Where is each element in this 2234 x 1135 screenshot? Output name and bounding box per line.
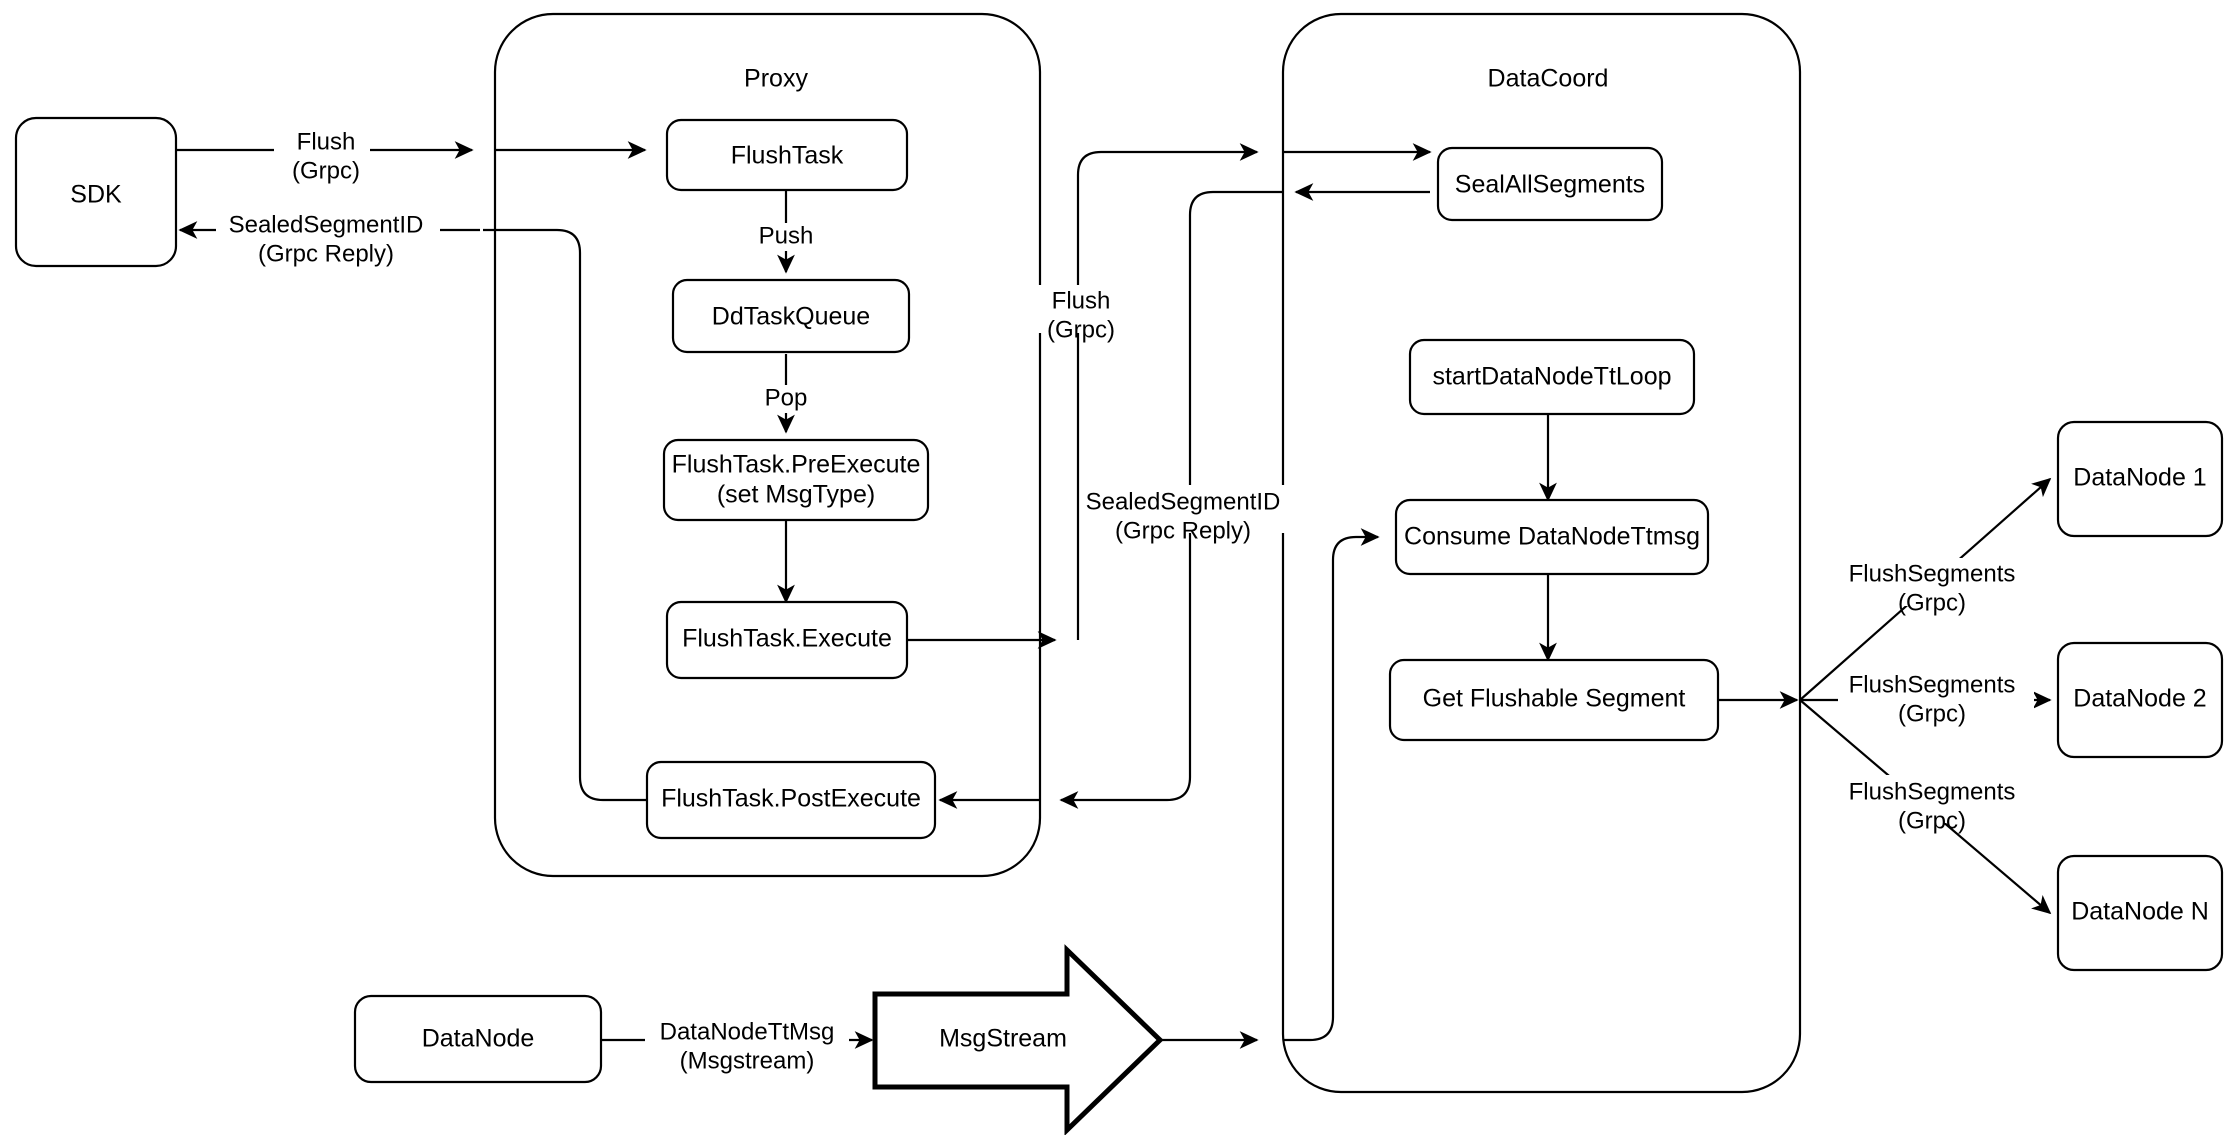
proxy-container-border xyxy=(493,12,1042,878)
sealallsegments-box[interactable] xyxy=(1436,146,1664,222)
preexecute-label-line2: (set MsgType) xyxy=(717,481,875,509)
datanode-n-box[interactable] xyxy=(2056,854,2224,972)
edge-label-sdk-to-proxy-flush: Flush (Grpc) xyxy=(274,127,370,184)
container-datacoord: DataCoord xyxy=(1281,12,1802,1094)
edge-label-push: Push xyxy=(748,222,824,251)
container-proxy: Proxy xyxy=(493,12,1042,878)
flushtask-label: FlushTask xyxy=(731,142,844,170)
startdatanodettloop-box[interactable] xyxy=(1408,338,1696,416)
label-flush-line2: (Grpc) xyxy=(292,157,360,184)
datanode-1-box[interactable] xyxy=(2056,420,2224,538)
node-start-datanode-tt-loop[interactable]: startDataNodeTtLoop xyxy=(1408,338,1696,416)
label-coord-reply-line1: SealedSegmentID xyxy=(1086,488,1281,515)
label-datanodettmsg-line2: (Msgstream) xyxy=(680,1047,815,1074)
label-flushsegments-n-line2: (Grpc) xyxy=(1898,807,1966,834)
flushtask-box[interactable] xyxy=(665,118,909,192)
datanode-2-box[interactable] xyxy=(2056,641,2224,759)
edge-label-datacoord-to-proxy-sealedsegmentid: SealedSegmentID (Grpc Reply) xyxy=(1083,485,1307,544)
node-datanode-1[interactable]: DataNode 1 xyxy=(2056,420,2224,538)
edge-proxy-to-datacoord-flush xyxy=(1076,143,1259,640)
node-datanode-source[interactable]: DataNode xyxy=(353,994,603,1084)
msgstream-arrow-shape[interactable] xyxy=(872,944,1164,1135)
datanode-2-label: DataNode 2 xyxy=(2073,685,2206,713)
edge-label-flushsegments-2: FlushSegments (Grpc) xyxy=(1838,669,2034,727)
label-flushsegments-1-line1: FlushSegments xyxy=(1849,560,2016,587)
postexecute-box[interactable] xyxy=(645,760,937,840)
consume-datanodettmsg-label: Consume DataNodeTtmsg xyxy=(1404,523,1700,551)
datanode-source-box[interactable] xyxy=(353,994,603,1084)
label-datanodettmsg-line1: DataNodeTtMsg xyxy=(660,1018,835,1045)
edge-label-flushsegments-n: FlushSegments (Grpc) xyxy=(1838,775,2034,834)
getflushablesegment-label: Get Flushable Segment xyxy=(1423,685,1686,713)
node-dd-task-queue[interactable]: DdTaskQueue xyxy=(671,278,911,354)
execute-label: FlushTask.Execute xyxy=(682,625,892,653)
node-datanode-n[interactable]: DataNode N xyxy=(2056,854,2224,972)
label-push: Push xyxy=(759,222,814,249)
getflushablesegment-box[interactable] xyxy=(1388,658,1720,742)
edge-label-proxy-to-datacoord-flush: Flush (Grpc) xyxy=(1035,285,1127,343)
datacoord-container-title: DataCoord xyxy=(1488,65,1609,93)
label-flush-line1: Flush xyxy=(297,128,356,155)
proxy-container-title: Proxy xyxy=(744,65,808,93)
edge-label-datanode-ttmsg: DataNodeTtMsg (Msgstream) xyxy=(645,1017,849,1074)
datanode-source-label: DataNode xyxy=(422,1025,535,1053)
edge-datacoord-boundary-to-consume xyxy=(1283,528,1380,1042)
msgstream-label: MsgStream xyxy=(939,1025,1067,1053)
node-consume-datanode-ttmsg[interactable]: Consume DataNodeTtmsg xyxy=(1394,498,1710,576)
sealallsegments-label: SealAllSegments xyxy=(1455,171,1645,199)
postexecute-label: FlushTask.PostExecute xyxy=(661,785,921,813)
consume-datanodettmsg-box[interactable] xyxy=(1394,498,1710,576)
label-coord-flush-line2: (Grpc) xyxy=(1047,316,1115,343)
node-flushtask-preexecute[interactable]: FlushTask.PreExecute (set MsgType) xyxy=(662,438,930,522)
edge-postexecute-to-sdk-path xyxy=(483,228,647,802)
datanode-1-label: DataNode 1 xyxy=(2073,464,2206,492)
label-flushsegments-n-line1: FlushSegments xyxy=(1849,778,2016,805)
preexecute-label-line1: FlushTask.PreExecute xyxy=(672,451,921,479)
edge-label-proxy-to-sdk-sealedsegmentid: SealedSegmentID (Grpc Reply) xyxy=(216,210,440,267)
edge-label-flushsegments-1: FlushSegments (Grpc) xyxy=(1838,558,2034,616)
label-flushsegments-1-line2: (Grpc) xyxy=(1898,589,1966,616)
ddtaskqueue-label: DdTaskQueue xyxy=(712,303,870,331)
node-flushtask-postexecute[interactable]: FlushTask.PostExecute xyxy=(645,760,937,840)
label-flushsegments-2-line1: FlushSegments xyxy=(1849,671,2016,698)
datacoord-container-border xyxy=(1281,12,1802,1094)
label-sealedsegmentid-line2: (Grpc Reply) xyxy=(258,240,394,267)
node-msgstream[interactable]: MsgStream xyxy=(872,944,1164,1135)
label-pop: Pop xyxy=(765,384,808,411)
label-flushsegments-2-line2: (Grpc) xyxy=(1898,700,1966,727)
edge-label-pop: Pop xyxy=(752,384,820,413)
sdk-label: SDK xyxy=(70,181,122,209)
node-seal-all-segments[interactable]: SealAllSegments xyxy=(1436,146,1664,222)
execute-box[interactable] xyxy=(665,600,909,680)
node-sdk[interactable]: SDK xyxy=(14,116,178,268)
sdk-box[interactable] xyxy=(14,116,178,268)
node-flushtask-execute[interactable]: FlushTask.Execute xyxy=(665,600,909,680)
node-get-flushable-segment[interactable]: Get Flushable Segment xyxy=(1388,658,1720,742)
datanode-n-label: DataNode N xyxy=(2071,898,2209,926)
node-flush-task[interactable]: FlushTask xyxy=(665,118,909,192)
label-coord-reply-line2: (Grpc Reply) xyxy=(1115,517,1251,544)
ddtaskqueue-box[interactable] xyxy=(671,278,911,354)
label-coord-flush-line1: Flush xyxy=(1052,287,1111,314)
preexecute-box[interactable] xyxy=(662,438,930,522)
node-datanode-2[interactable]: DataNode 2 xyxy=(2056,641,2224,759)
startdatanodettloop-label: startDataNodeTtLoop xyxy=(1432,363,1671,391)
label-sealedsegmentid-line1: SealedSegmentID xyxy=(229,211,424,238)
